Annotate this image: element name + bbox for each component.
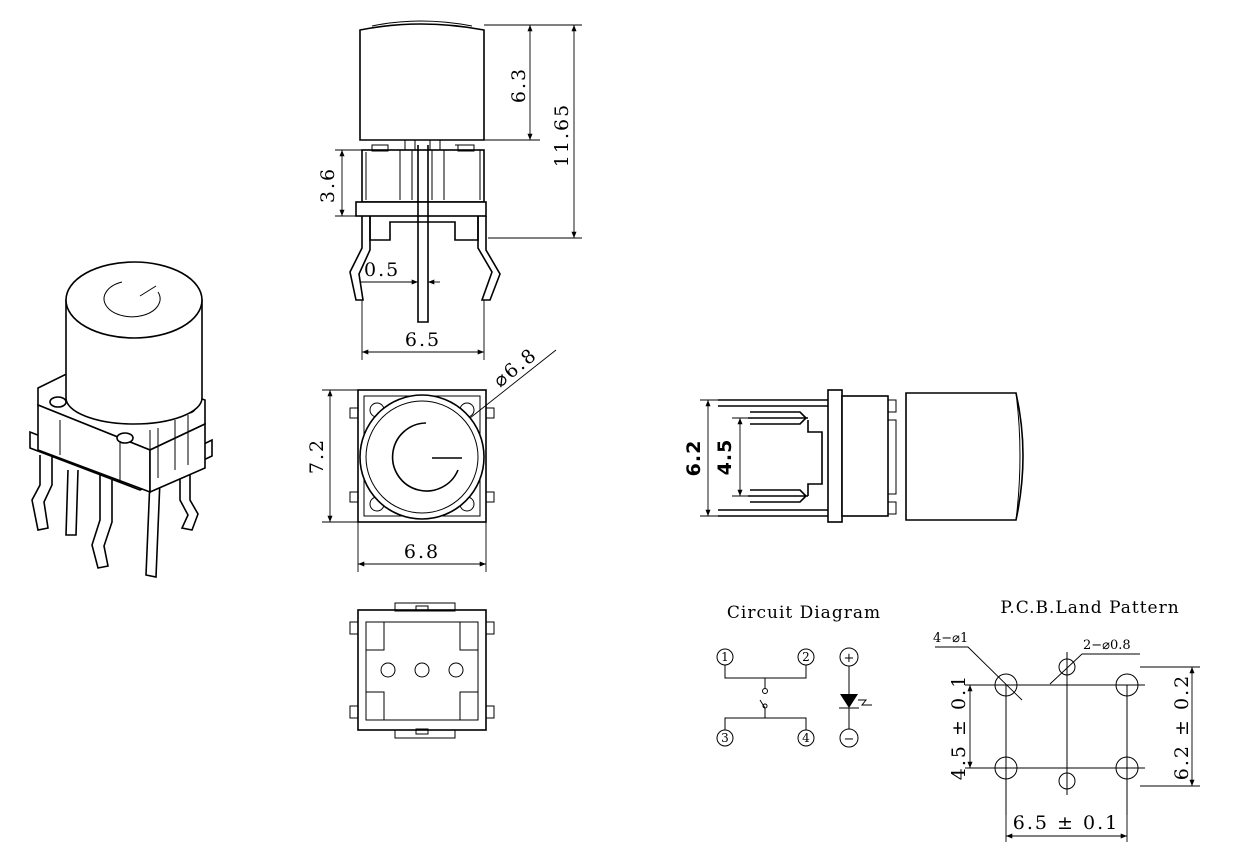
- circuit-pin-1: 1: [721, 650, 729, 664]
- dim-top-width: 6.8: [404, 541, 440, 563]
- front-view: 6.3 11.65 3.6 0.5 6.5: [317, 20, 582, 360]
- dim-cap-height: 6.3: [508, 67, 530, 103]
- dim-pin-pitch: 6.5: [405, 329, 441, 351]
- dim-inner-pitch: 4.5: [714, 439, 736, 476]
- dim-total-height: 11.65: [551, 103, 573, 167]
- pcb-hole-small-label: 2−⌀0.8: [1083, 638, 1131, 653]
- circuit-diagram: Circuit Diagram 1 2 3 4 + −: [716, 603, 881, 748]
- pcb-dim-left: 4.5 ± 0.1: [948, 674, 970, 780]
- top-view: ⌀6.8 7.2 6.8: [306, 344, 557, 572]
- circuit-pin-2: 2: [802, 650, 810, 664]
- dim-top-height: 7.2: [306, 438, 328, 474]
- pcb-dim-bottom: 6.5 ± 0.1: [1013, 812, 1119, 834]
- led-plus: +: [844, 651, 855, 666]
- bottom-view: [349, 602, 495, 739]
- dim-body-height: 3.6: [317, 167, 339, 203]
- circuit-title: Circuit Diagram: [727, 603, 881, 623]
- side-view: 6.2 4.5: [683, 389, 1024, 523]
- led-minus: −: [844, 732, 855, 747]
- pcb-land-pattern: P.C.B.Land Pattern 4−⌀1 2−⌀0.8 4.5 ± 0.1…: [933, 598, 1200, 842]
- pcb-hole-large-label: 4−⌀1: [933, 631, 968, 646]
- isometric-view: [29, 261, 213, 578]
- pcb-dim-right: 6.2 ± 0.2: [1171, 674, 1193, 780]
- circuit-pin-4: 4: [802, 731, 810, 745]
- circuit-pin-3: 3: [721, 731, 729, 745]
- dim-outer-pitch: 6.2: [683, 440, 705, 477]
- dim-pin-width: 0.5: [364, 259, 400, 281]
- pcb-title: P.C.B.Land Pattern: [1000, 598, 1179, 618]
